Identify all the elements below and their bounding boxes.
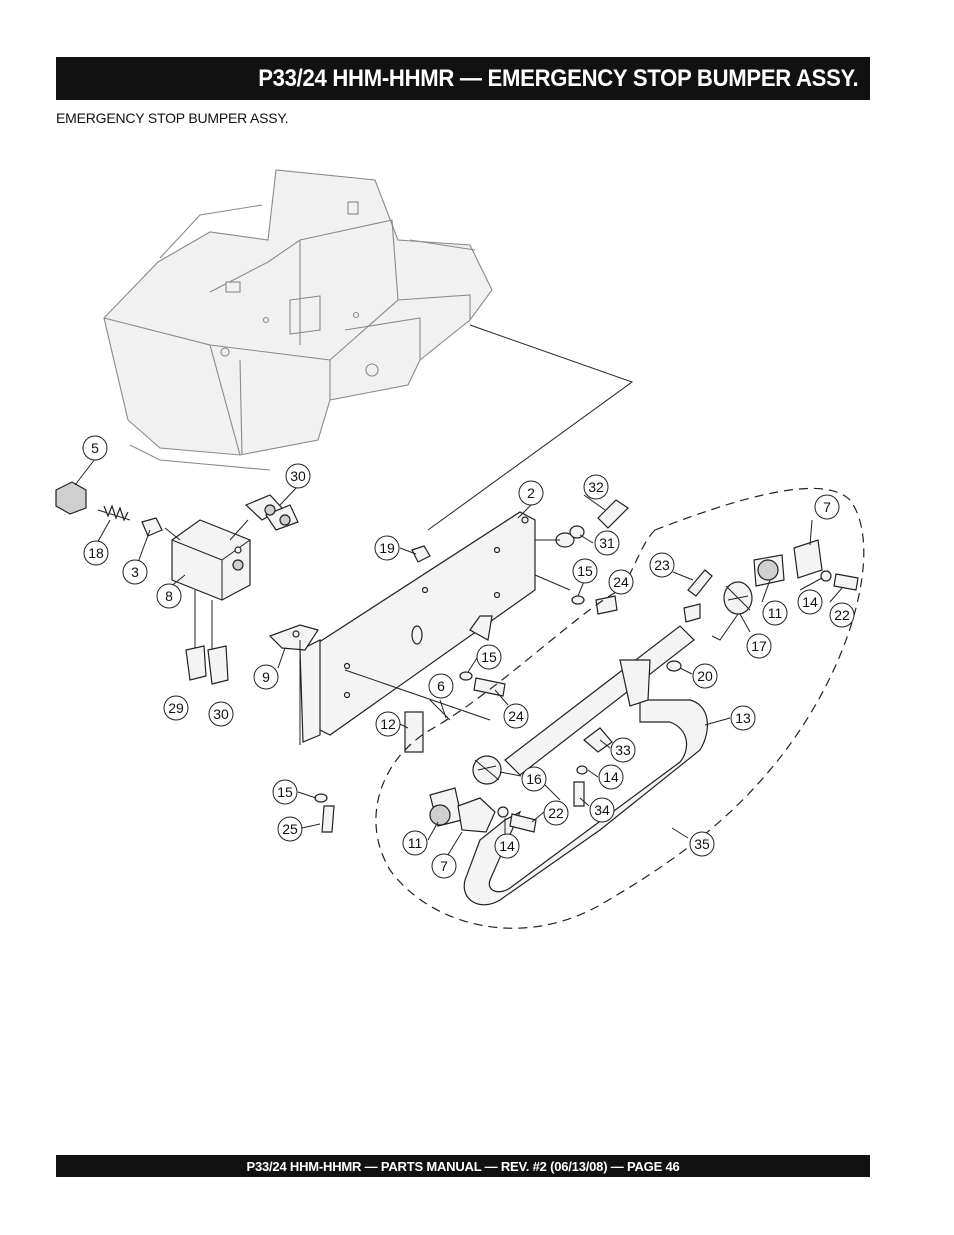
callout-33: 33 xyxy=(610,737,636,763)
valve-block xyxy=(171,519,251,601)
svg-text:20: 20 xyxy=(697,668,713,684)
svg-text:8: 8 xyxy=(165,588,173,604)
callout-22-right: 22 xyxy=(829,602,855,628)
svg-text:35: 35 xyxy=(694,836,710,852)
page-footer-bar: P33/24 HHM-HHMR — PARTS MANUAL — REV. #2… xyxy=(56,1155,870,1177)
svg-text:24: 24 xyxy=(508,708,524,724)
callout-34: 34 xyxy=(589,797,615,823)
callout-15-bottom: 15 xyxy=(272,779,298,805)
page-title-bar: P33/24 HHM-HHMR — EMERGENCY STOP BUMPER … xyxy=(56,57,870,100)
callout-7-right: 7 xyxy=(814,494,840,520)
mounting-bracket xyxy=(299,511,536,743)
svg-text:13: 13 xyxy=(735,710,751,726)
bumper-assembly-boundary xyxy=(375,487,865,929)
svg-text:3: 3 xyxy=(131,564,139,580)
callout-9: 9 xyxy=(253,664,279,690)
cap-spring-plug xyxy=(55,481,181,541)
callout-31: 31 xyxy=(594,530,620,556)
callout-11-left: 11 xyxy=(402,830,428,856)
section-subtitle: EMERGENCY STOP BUMPER ASSY. xyxy=(56,110,289,126)
callout-6: 6 xyxy=(428,673,454,699)
svg-text:25: 25 xyxy=(282,821,298,837)
callout-14-left: 14 xyxy=(494,833,520,859)
callout-15-center: 15 xyxy=(476,644,502,670)
bumper-bar xyxy=(463,625,708,906)
svg-text:23: 23 xyxy=(654,557,670,573)
svg-text:9: 9 xyxy=(262,669,270,685)
svg-text:14: 14 xyxy=(802,594,818,610)
svg-text:19: 19 xyxy=(379,540,395,556)
callout-17: 17 xyxy=(746,633,772,659)
svg-text:11: 11 xyxy=(768,605,783,621)
svg-text:22: 22 xyxy=(548,805,564,821)
svg-text:30: 30 xyxy=(290,468,306,484)
svg-text:6: 6 xyxy=(437,678,445,694)
svg-text:7: 7 xyxy=(440,858,448,874)
callout-13: 13 xyxy=(730,705,756,731)
svg-text:22: 22 xyxy=(834,607,850,623)
callout-18: 18 xyxy=(83,540,109,566)
callout-11-right: 11 xyxy=(762,600,788,626)
callout-23: 23 xyxy=(649,552,675,578)
svg-text:15: 15 xyxy=(577,563,593,579)
callout-14-right: 14 xyxy=(797,589,823,615)
svg-text:17: 17 xyxy=(751,638,767,654)
svg-text:15: 15 xyxy=(277,784,293,800)
svg-text:32: 32 xyxy=(588,479,604,495)
callout-30-top: 30 xyxy=(285,463,311,489)
svg-text:12: 12 xyxy=(380,716,396,732)
svg-text:11: 11 xyxy=(408,835,423,851)
elbow-fittings xyxy=(229,494,299,541)
callout-8: 8 xyxy=(156,583,182,609)
callout-15-right: 15 xyxy=(572,558,598,584)
callout-16: 16 xyxy=(521,766,547,792)
lower-fasteners xyxy=(314,727,613,833)
callout-7-left: 7 xyxy=(431,853,457,879)
callout-3: 3 xyxy=(122,559,148,585)
callout-12: 12 xyxy=(375,711,401,737)
leader-machine-bracket xyxy=(427,324,634,531)
callout-25: 25 xyxy=(277,816,303,842)
svg-text:33: 33 xyxy=(615,742,631,758)
svg-text:2: 2 xyxy=(527,485,535,501)
page-footer: P33/24 HHM-HHMR — PARTS MANUAL — REV. #2… xyxy=(246,1158,680,1174)
callout-14-center: 14 xyxy=(598,764,624,790)
svg-text:15: 15 xyxy=(481,649,497,665)
svg-text:16: 16 xyxy=(526,771,542,787)
callout-24-right: 24 xyxy=(608,569,634,595)
svg-text:5: 5 xyxy=(91,440,99,456)
callout-30-bottom: 30 xyxy=(208,701,234,727)
svg-text:34: 34 xyxy=(594,802,610,818)
callout-32: 32 xyxy=(583,474,609,500)
right-spring-assembly xyxy=(666,539,859,672)
callout-5: 5 xyxy=(82,435,108,461)
callout-22-left: 22 xyxy=(543,800,569,826)
bracket-hardware xyxy=(411,499,629,615)
callout-19: 19 xyxy=(374,535,400,561)
svg-text:31: 31 xyxy=(599,535,615,551)
callout-35: 35 xyxy=(689,831,715,857)
callout-20: 20 xyxy=(692,663,718,689)
center-hardware xyxy=(344,669,506,753)
callout-2: 2 xyxy=(518,480,544,506)
svg-text:7: 7 xyxy=(823,499,831,515)
lever-bracket xyxy=(268,624,319,745)
machine-body-outline xyxy=(103,169,493,471)
callout-29: 29 xyxy=(163,695,189,721)
svg-text:14: 14 xyxy=(603,769,619,785)
svg-text:24: 24 xyxy=(613,574,629,590)
left-spring-assembly xyxy=(429,755,537,833)
svg-text:29: 29 xyxy=(168,700,184,716)
svg-text:14: 14 xyxy=(499,838,515,854)
page-title: P33/24 HHM-HHMR — EMERGENCY STOP BUMPER … xyxy=(257,64,859,92)
callout-24-center: 24 xyxy=(503,703,529,729)
svg-text:18: 18 xyxy=(88,545,104,561)
svg-text:30: 30 xyxy=(213,706,229,722)
lower-fittings xyxy=(185,590,229,685)
